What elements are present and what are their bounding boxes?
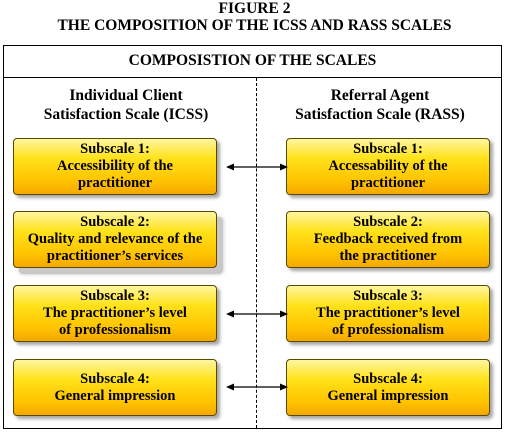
rass-heading-line1: Referral Agent	[330, 87, 430, 104]
rass-heading: Referral Agent Satisfaction Scale (RASS)	[260, 86, 500, 124]
icss-heading-line1: Individual Client	[69, 87, 183, 104]
right-subscale-2[interactable]: Subscale 2: Feedback received from the p…	[286, 211, 490, 268]
left-subscale-4[interactable]: Subscale 4: General impression	[13, 359, 217, 416]
figure-number: FIGURE 2	[218, 0, 291, 17]
figure-title: THE COMPOSITION OF THE ICSS AND RASS SCA…	[57, 17, 452, 34]
panel-header: COMPOSISTION OF THE SCALES	[4, 46, 501, 78]
right-subscale-1[interactable]: Subscale 1: Accessability of the practit…	[286, 138, 490, 195]
double-arrow-icon	[226, 310, 288, 318]
right-subscale-3[interactable]: Subscale 3: The practitioner’s level of …	[286, 285, 490, 342]
right-subscale-4[interactable]: Subscale 4: General impression	[286, 359, 490, 416]
left-subscale-1[interactable]: Subscale 1: Accessibility of the practit…	[13, 138, 217, 195]
icss-heading: Individual Client Satisfaction Scale (IC…	[6, 86, 246, 124]
double-arrow-icon	[226, 163, 288, 171]
rass-heading-line2: Satisfaction Scale (RASS)	[295, 106, 465, 123]
left-subscale-3[interactable]: Subscale 3: The practitioner’s level of …	[13, 285, 217, 342]
double-arrow-icon	[226, 383, 288, 391]
left-subscale-2[interactable]: Subscale 2: Quality and relevance of the…	[13, 211, 217, 268]
column-divider	[256, 78, 257, 428]
icss-heading-line2: Satisfaction Scale (ICSS)	[43, 106, 209, 123]
scales-panel: COMPOSISTION OF THE SCALES Individual Cl…	[3, 45, 502, 429]
